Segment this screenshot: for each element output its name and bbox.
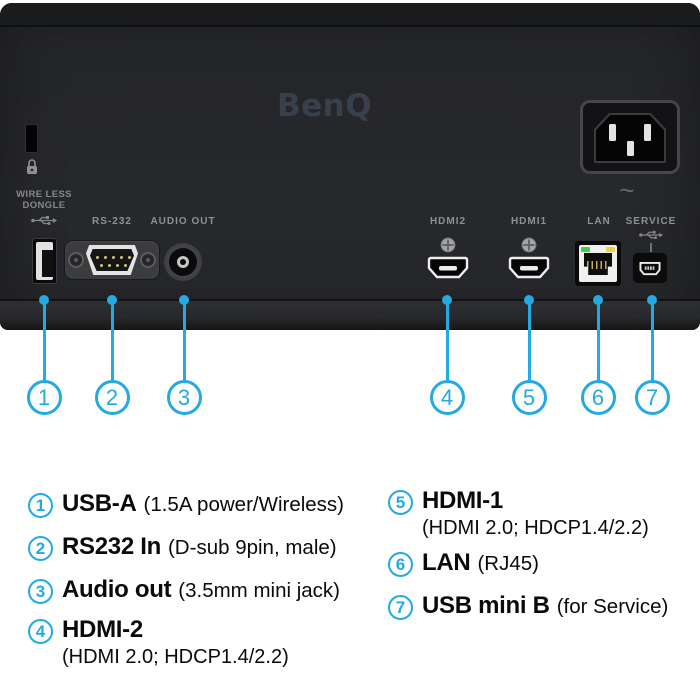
callout-number-3: 3	[166, 380, 202, 415]
legend-detail: (3.5mm mini jack)	[178, 579, 341, 602]
legend-item-usb-mini-b: 7 USB mini B (for Service)	[388, 592, 668, 620]
legend-sub: (HDMI 2.0; HDCP1.4/2.2)	[422, 517, 649, 539]
lan-led-yellow	[606, 247, 615, 252]
legend-number: 6	[388, 552, 413, 577]
callout-dot-3	[179, 295, 189, 305]
service-mini-usb-port	[632, 252, 668, 284]
hdmi1-port	[508, 256, 550, 279]
legend-title: USB mini B	[422, 592, 550, 619]
callout-dot-1	[39, 295, 49, 305]
lock-icon	[27, 159, 37, 174]
screw-icon	[440, 237, 456, 253]
callout-dot-4	[442, 295, 452, 305]
legend-number: 4	[28, 619, 53, 644]
service-pointer-line	[650, 243, 652, 255]
benq-logo: BenQ	[277, 88, 373, 124]
dsub-screw-left	[68, 252, 84, 268]
usb-icon	[639, 230, 663, 240]
legend-item-lan: 6 LAN (RJ45)	[388, 549, 539, 577]
projector-back-panel: BenQ WIRE LESS DONGLE RS-232	[0, 3, 700, 330]
service-label: SERVICE	[625, 216, 677, 227]
legend-number: 5	[388, 490, 413, 515]
ac-symbol: ~	[619, 175, 635, 205]
callout-line-7	[650, 300, 654, 381]
callout-line-3	[182, 300, 186, 381]
callout-line-1	[42, 300, 46, 381]
dsub-screw-right	[140, 252, 156, 268]
legend-detail: (RJ45)	[477, 552, 539, 575]
legend-title: HDMI-1	[422, 487, 503, 514]
lan-label: LAN	[587, 216, 611, 227]
legend-item-hdmi-2: 4 HDMI-2 (HDMI 2.0; HDCP1.4/2.2)	[28, 616, 289, 669]
legend-number: 2	[28, 536, 53, 561]
callout-dot-2	[107, 295, 117, 305]
legend-sub: (HDMI 2.0; HDCP1.4/2.2)	[62, 646, 289, 668]
legend-item-usb-a: 1 USB-A (1.5A power/Wireless)	[28, 490, 344, 518]
ac-power-inlet	[580, 100, 680, 174]
usb-a-port	[32, 238, 57, 284]
legend-detail: (D-sub 9pin, male)	[167, 536, 337, 559]
callout-dot-6	[593, 295, 603, 305]
legend-detail: (for Service)	[556, 595, 669, 618]
legend-number: 3	[28, 579, 53, 604]
legend-item-rs232: 2 RS232 In (D-sub 9pin, male)	[28, 533, 337, 561]
legend-title: USB-A	[62, 490, 137, 517]
legend-title: LAN	[422, 549, 471, 576]
legend-title: RS232 In	[62, 533, 161, 560]
audio-out-port	[164, 243, 202, 281]
usb-icon	[31, 216, 57, 225]
legend-item-audio-out: 3 Audio out (3.5mm mini jack)	[28, 576, 340, 604]
legend-item-hdmi-1: 5 HDMI-1 (HDMI 2.0; HDCP1.4/2.2)	[388, 487, 649, 540]
hdmi1-label: HDMI1	[510, 216, 548, 227]
legend-number: 1	[28, 493, 53, 518]
audio-out-label: AUDIO OUT	[150, 216, 216, 227]
lan-port	[574, 240, 622, 287]
callout-number-2: 2	[94, 380, 130, 415]
panel-bottom-edge	[0, 299, 700, 330]
hdmi2-label: HDMI2	[429, 216, 467, 227]
rs232-label: RS-232	[92, 216, 132, 227]
callout-number-4: 4	[429, 380, 465, 415]
legend-title: Audio out	[62, 576, 172, 603]
screw-icon	[521, 237, 537, 253]
callout-dot-5	[524, 295, 534, 305]
kensington-lock-slot	[25, 124, 38, 153]
callout-number-5: 5	[511, 380, 547, 415]
callout-number-6: 6	[580, 380, 616, 415]
legend-number: 7	[388, 595, 413, 620]
callout-number-1: 1	[26, 380, 62, 415]
callout-line-2	[110, 300, 114, 381]
lan-led-green	[581, 247, 590, 252]
wireless-dongle-label: WIRE LESS DONGLE	[16, 189, 72, 211]
callout-line-6	[596, 300, 600, 381]
callout-dot-7	[647, 295, 657, 305]
callout-line-5	[527, 300, 531, 381]
legend-detail: (1.5A power/Wireless)	[143, 493, 345, 516]
panel-top-edge	[0, 3, 700, 27]
legend-title: HDMI-2	[62, 616, 143, 643]
rs232-port	[64, 240, 160, 280]
callout-number-7: 7	[634, 380, 670, 415]
callout-line-4	[445, 300, 449, 381]
hdmi2-port	[427, 256, 469, 279]
